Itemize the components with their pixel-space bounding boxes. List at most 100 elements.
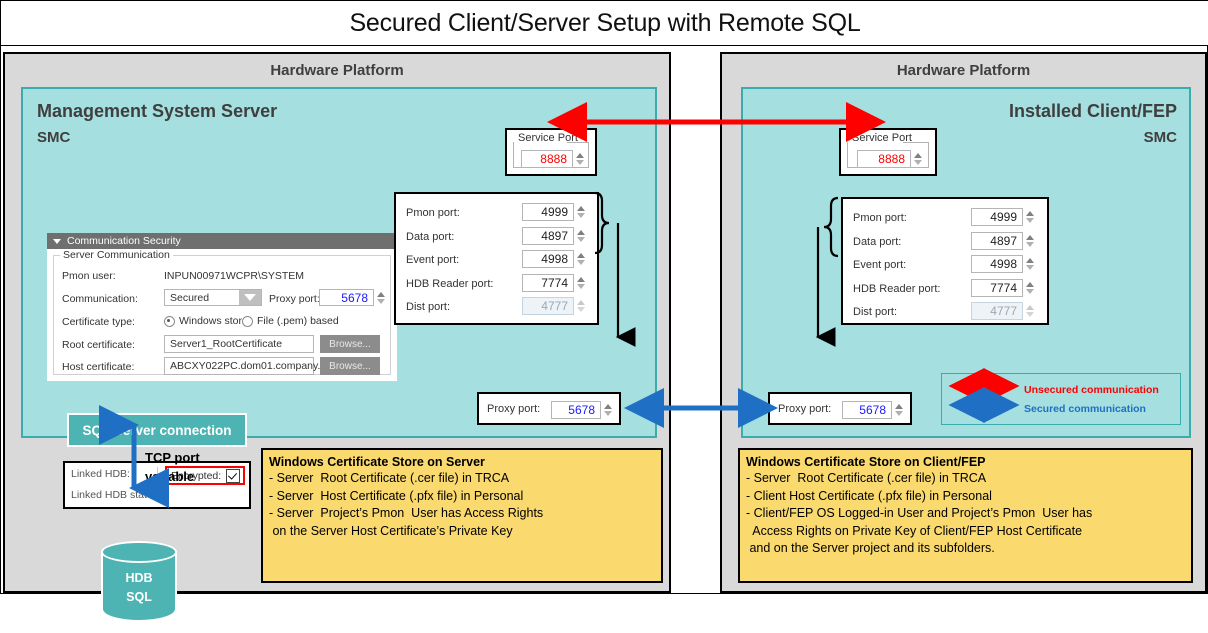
- left-subheader: SMC: [37, 129, 71, 146]
- root-certificate-browse-button[interactable]: Browse...: [320, 335, 380, 353]
- right-port-stepper: 4777: [971, 302, 1035, 320]
- right-port-stepper[interactable]: 7774: [971, 278, 1035, 297]
- right-proxy-port-arrows[interactable]: [893, 401, 904, 419]
- communication-legend: Unsecured communication Secured communic…: [941, 373, 1181, 425]
- right-proxy-port-value[interactable]: 5678: [842, 401, 892, 419]
- left-port-value[interactable]: 7774: [522, 273, 574, 292]
- server-communication-group: Server Communication Pmon user: INPUN009…: [53, 249, 391, 375]
- proxy-port-label-inline: Proxy port:: [269, 293, 320, 305]
- communication-value: Secured: [170, 291, 210, 304]
- right-hardware-platform: Hardware Platform Installed Client/FEP S…: [720, 52, 1207, 593]
- left-note-line: - Server Root Certificate (.cer file) in…: [269, 471, 510, 485]
- right-proxy-port-label: Proxy port:: [778, 403, 832, 415]
- left-port-label: Event port:: [406, 254, 460, 266]
- right-note-line: - Client Host Certificate (.pfx file) in…: [746, 488, 992, 503]
- right-proxy-port-stepper[interactable]: 5678: [842, 401, 904, 419]
- chevron-down-icon[interactable]: [239, 290, 261, 305]
- right-port-value[interactable]: 4897: [971, 231, 1023, 250]
- right-port-arrows[interactable]: [1024, 279, 1035, 297]
- right-port-stepper[interactable]: 4999: [971, 208, 1035, 226]
- right-platform-title: Hardware Platform: [896, 62, 1031, 79]
- left-port-arrows: [575, 297, 586, 315]
- certificate-type-label: Certificate type:: [62, 316, 135, 328]
- right-note-line: Access Rights on Private Key of Client/F…: [746, 523, 1083, 538]
- pmon-user-label: Pmon user:: [62, 270, 116, 282]
- left-port-value[interactable]: 4998: [522, 250, 574, 268]
- right-port-value[interactable]: 4999: [971, 208, 1023, 226]
- right-port-label: Dist port:: [853, 306, 898, 318]
- left-platform-title: Hardware Platform: [270, 62, 404, 79]
- right-note-line: - Client/FEP OS Logged-in User and Proje…: [746, 506, 1093, 520]
- left-note-line: - Server Host Certificate (.pfx file) in…: [269, 488, 524, 503]
- right-port-stepper[interactable]: 4897: [971, 231, 1035, 250]
- database-line2: SQL: [126, 590, 152, 604]
- right-port-arrows[interactable]: [1024, 232, 1035, 250]
- left-port-stepper[interactable]: 4897: [522, 226, 586, 245]
- left-port-stepper[interactable]: 4998: [522, 250, 586, 268]
- radio-off-icon[interactable]: [242, 315, 253, 327]
- comm-proxy-port-stepper[interactable]: 5678: [319, 289, 386, 306]
- left-proxy-port-arrows[interactable]: [602, 401, 613, 419]
- left-port-arrows[interactable]: [575, 203, 586, 221]
- left-port-value[interactable]: 4897: [522, 226, 574, 245]
- right-port-label: HDB Reader port:: [853, 282, 941, 295]
- radio-windows-store-label: Windows store: [179, 315, 248, 327]
- communication-combobox[interactable]: Secured: [164, 289, 262, 306]
- encrypted-checkbox[interactable]: [226, 468, 241, 483]
- left-note-title: Windows Certificate Store on Server: [269, 455, 485, 469]
- diagram-root: Secured Client/Server Setup with Remote …: [0, 0, 1208, 594]
- radio-pem-file[interactable]: File (.pem) based: [242, 315, 339, 327]
- left-proxy-port-stepper[interactable]: 5678: [551, 401, 613, 419]
- radio-windows-store[interactable]: Windows store: [164, 315, 248, 327]
- left-proxy-port-value[interactable]: 5678: [551, 401, 601, 419]
- server-communication-legend: Server Communication: [60, 249, 173, 261]
- left-service-port-arrows[interactable]: [574, 150, 585, 168]
- radio-pem-file-label: File (.pem) based: [257, 315, 339, 327]
- left-port-value[interactable]: 4999: [522, 203, 574, 221]
- right-port-label: Event port:: [853, 259, 907, 271]
- pmon-user-value: INPUN00971WCPR\SYSTEM: [164, 270, 305, 282]
- left-port-arrows[interactable]: [575, 227, 586, 245]
- right-port-label: Pmon port:: [853, 212, 907, 224]
- page-title: Secured Client/Server Setup with Remote …: [1, 1, 1208, 46]
- right-port-value[interactable]: 4998: [971, 255, 1023, 273]
- left-service-port-stepper[interactable]: 8888: [521, 150, 585, 168]
- right-service-port-arrows[interactable]: [912, 150, 923, 168]
- comm-proxy-port-value[interactable]: 5678: [319, 289, 374, 306]
- host-certificate-input[interactable]: ABCXY022PC.dom01.company.net: [164, 357, 335, 375]
- right-port-stepper[interactable]: 4998: [971, 255, 1035, 273]
- right-port-arrows[interactable]: [1024, 255, 1035, 273]
- communication-security-header[interactable]: Communication Security: [47, 233, 397, 249]
- left-port-arrows[interactable]: [575, 274, 586, 292]
- left-port-stepper[interactable]: 7774: [522, 273, 586, 292]
- right-port-arrows: [1024, 302, 1035, 320]
- tcp-port-note: TCP port variable: [145, 448, 200, 486]
- left-service-port-value[interactable]: 8888: [521, 150, 573, 168]
- legend-secured-label: Secured communication: [1024, 403, 1146, 415]
- comm-proxy-port-arrows[interactable]: [375, 289, 386, 306]
- linked-hdb-label: Linked HDB:: [71, 468, 130, 480]
- left-certificate-note: Windows Certificate Store on Server - Se…: [261, 448, 663, 583]
- right-subheader: SMC: [1143, 129, 1177, 146]
- left-port-arrows[interactable]: [575, 250, 586, 268]
- left-port-stepper[interactable]: 4999: [522, 203, 586, 221]
- radio-on-icon[interactable]: [164, 315, 175, 327]
- left-port-stepper: 4777: [522, 297, 586, 315]
- communication-security-title: Communication Security: [67, 235, 181, 247]
- host-certificate-browse-button[interactable]: Browse...: [320, 357, 380, 375]
- right-port-arrows[interactable]: [1024, 208, 1035, 226]
- legend-unsecured-label: Unsecured communication: [1024, 384, 1159, 396]
- left-port-label: Dist port:: [406, 301, 451, 313]
- right-port-value: 4777: [971, 302, 1023, 320]
- right-port-value[interactable]: 7774: [971, 278, 1023, 297]
- left-port-label: HDB Reader port:: [406, 277, 494, 290]
- management-system-server-box: Management System Server SMC Service Por…: [21, 87, 657, 509]
- left-service-port-group: Service Port 8888: [505, 128, 597, 176]
- right-service-port-value[interactable]: 8888: [857, 150, 911, 168]
- root-certificate-input[interactable]: Server1_RootCertificate: [164, 335, 314, 353]
- right-service-port-stepper[interactable]: 8888: [857, 150, 923, 168]
- sql-server-connection-button[interactable]: SQL Server connection: [67, 413, 247, 447]
- tcp-note-line2: variable: [145, 469, 195, 484]
- collapse-triangle-icon[interactable]: [53, 238, 61, 244]
